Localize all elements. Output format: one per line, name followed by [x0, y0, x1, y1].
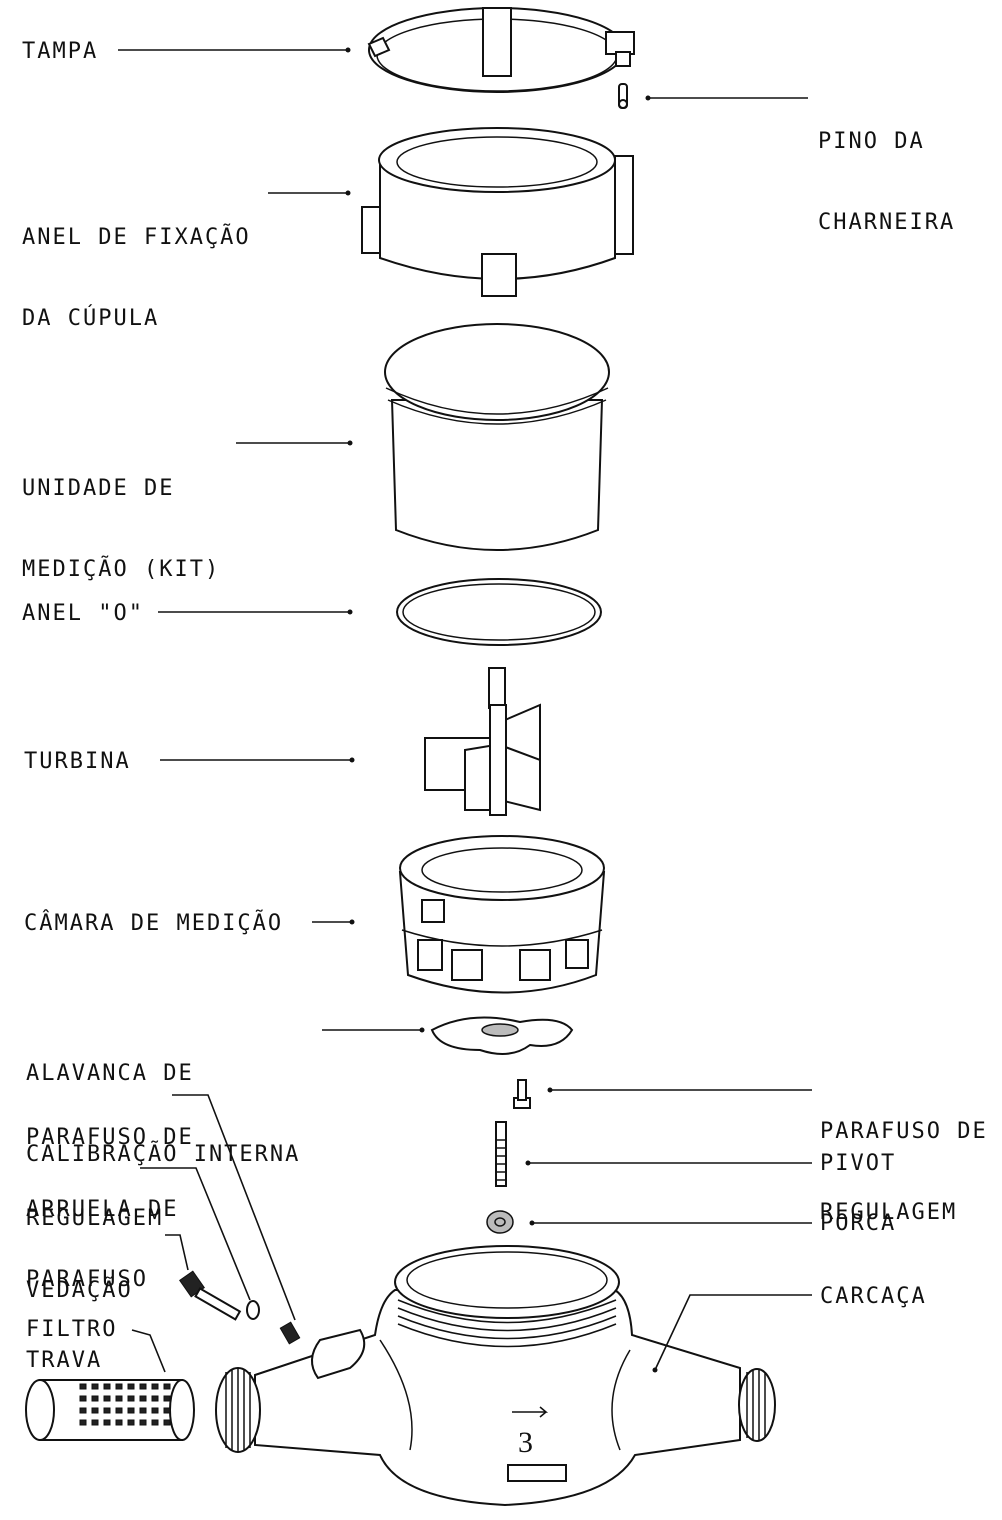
left-adjusting-screw-part	[279, 1321, 301, 1345]
label-unidade-medicao-line1: UNIDADE DE	[22, 476, 175, 501]
label-carcaca: CARCAÇA	[820, 1284, 927, 1309]
calibration-lever-part	[430, 1016, 574, 1055]
label-parafuso-trava: PARAFUSO TRAVA	[26, 1212, 148, 1401]
label-tampa: TAMPA	[22, 39, 99, 64]
label-anel-o: ANEL "O"	[22, 601, 144, 626]
measuring-chamber-part	[398, 835, 606, 994]
adjusting-screw-part	[513, 1079, 531, 1109]
label-pivot: PIVOT	[820, 1151, 897, 1176]
pivot-part	[495, 1121, 507, 1187]
sealing-washer-part	[246, 1300, 260, 1320]
nut-part	[486, 1210, 514, 1234]
label-alavanca-line1: ALAVANCA DE	[26, 1061, 194, 1086]
label-anel-fixacao-line2: DA CÚPULA	[22, 306, 160, 331]
label-unidade-medicao: UNIDADE DE MEDIÇÃO (KIT)	[22, 421, 220, 610]
hinge-pin-part	[618, 83, 628, 109]
label-parafuso-regulagem-left: PARAFUSO DE REGULAGEM	[26, 1070, 194, 1259]
label-unidade-medicao-line2: MEDIÇÃO (KIT)	[22, 557, 221, 582]
lock-screw-part	[179, 1270, 242, 1321]
label-camara-medicao: CÂMARA DE MEDIÇÃO	[24, 911, 284, 936]
measuring-unit-part	[384, 323, 610, 551]
label-filtro: FILTRO	[26, 1317, 118, 1342]
dome-fixing-ring-part	[361, 127, 634, 297]
label-turbina: TURBINA	[24, 749, 131, 774]
label-parafuso-regulagem-left-line1: PARAFUSO DE	[26, 1125, 194, 1150]
label-anel-fixacao-line1: ANEL DE FIXAÇÃO	[22, 225, 251, 250]
label-arruela-line2: VEDAÇÃO	[26, 1278, 133, 1303]
label-anel-fixacao: ANEL DE FIXAÇÃO DA CÚPULA	[22, 170, 251, 359]
label-parafuso-regulagem-right-line2: REGULAGEM	[820, 1200, 958, 1225]
label-arruela-line1: ARRUELA DE	[26, 1197, 179, 1222]
label-parafuso-trava-line2: TRAVA	[26, 1348, 103, 1373]
lid-part	[367, 7, 635, 93]
housing-marking-text: 3	[518, 1426, 533, 1459]
label-alavanca-calibracao: ALAVANCA DE CALIBRAÇÃO INTERNA	[26, 1006, 300, 1195]
label-porca: PORCA	[820, 1211, 897, 1236]
label-pino-charneira: PINO DA CHARNEIRA	[818, 74, 955, 263]
leader-lines	[118, 47, 812, 1373]
turbine-part	[424, 667, 541, 816]
label-alavanca-line2: CALIBRAÇÃO INTERNA	[26, 1142, 301, 1167]
housing-part	[215, 1245, 776, 1507]
o-ring-part	[396, 578, 602, 646]
label-pino-charneira-line1: PINO DA	[818, 129, 925, 154]
label-parafuso-regulagem-right-line1: PARAFUSO DE	[820, 1119, 988, 1144]
filter-part	[25, 1379, 195, 1441]
label-arruela-vedacao: ARRUELA DE VEDAÇÃO	[26, 1142, 178, 1331]
label-parafuso-regulagem-left-line2: REGULAGEM	[26, 1206, 164, 1231]
label-parafuso-trava-line1: PARAFUSO	[26, 1267, 148, 1292]
label-parafuso-regulagem-right: PARAFUSO DE REGULAGEM	[820, 1064, 988, 1253]
label-pino-charneira-line2: CHARNEIRA	[818, 210, 956, 235]
